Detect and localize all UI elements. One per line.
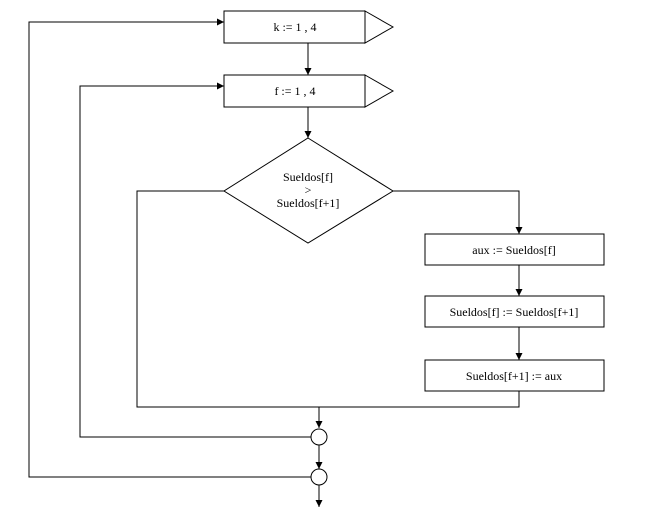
connector-condition-true	[393, 190, 523, 234]
inner-loop-label: f := 1 , 4	[274, 84, 315, 98]
outer-loop-block: k := 1 , 4	[223, 10, 395, 44]
outer-loop-end-node	[310, 468, 328, 486]
connector-inner-loop-back	[79, 82, 311, 438]
step-swap: Sueldos[f] := Sueldos[f+1]	[424, 295, 605, 328]
connector-outer-loop-back	[28, 18, 311, 478]
step-assign-aux: aux := Sueldos[f]	[424, 233, 605, 266]
step-label-1: aux := Sueldos[f]	[472, 243, 555, 257]
inner-loop-end-node	[310, 428, 328, 446]
step-label-3: Sueldos[f+1] := aux	[466, 369, 562, 383]
step-label-2: Sueldos[f] := Sueldos[f+1]	[450, 305, 579, 319]
outer-loop-box	[223, 10, 366, 44]
condition-block: Sueldos[f] > Sueldos[f+1]	[223, 137, 394, 244]
condition-line-1: Sueldos[f]	[283, 170, 333, 184]
inner-loop-block: f := 1 , 4	[223, 74, 395, 108]
condition-line-3: Sueldos[f+1]	[277, 196, 340, 210]
inner-loop-arrow-head	[364, 74, 395, 108]
connector-condition-false	[136, 190, 520, 408]
step-box-2	[424, 295, 605, 328]
condition-diamond	[223, 137, 394, 244]
inner-loop-box	[223, 74, 366, 108]
outer-loop-label: k := 1 , 4	[273, 20, 316, 34]
outer-loop-arrow-head	[364, 10, 395, 44]
step-box-3	[424, 359, 605, 392]
step-restore-aux: Sueldos[f+1] := aux	[424, 359, 605, 392]
condition-line-2: >	[305, 183, 312, 197]
step-box-1	[424, 233, 605, 266]
